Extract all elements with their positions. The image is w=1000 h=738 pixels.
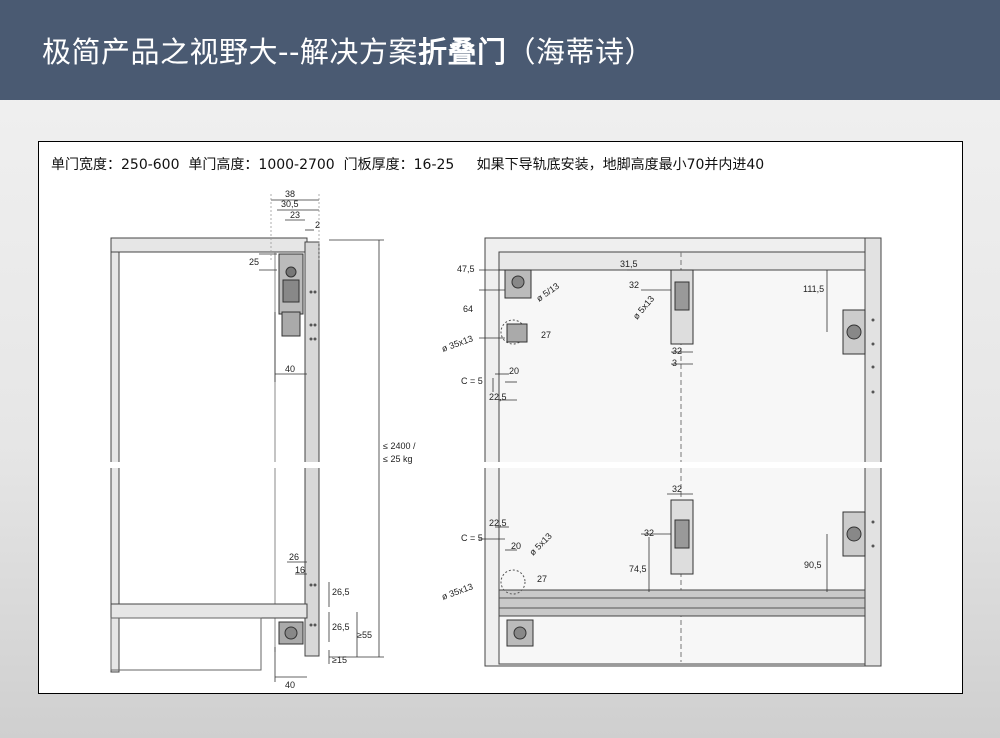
drawing-panel: 单门宽度：250-600 单门高度：1000-2700 门板厚度：16-25 如… [38, 141, 963, 694]
dim-38: 38 [285, 189, 295, 199]
dim-31-5: 31,5 [620, 259, 638, 269]
side-view [99, 194, 384, 682]
dim-20-bottom: 20 [511, 541, 521, 551]
side-view-dimensions: 38 30,5 23 2 25 40 ≤ 2400 / ≤ 25 kg 26 1… [249, 189, 416, 690]
cabinet-top-board [110, 237, 308, 253]
dim-min-15: ≥15 [332, 655, 347, 665]
dim-2: 2 [315, 220, 320, 230]
dim-40-top: 40 [285, 364, 295, 374]
title-bar: 极简产品之视野大--解决方案折叠门（海蒂诗） [0, 0, 1000, 100]
page-title-suffix: （海蒂诗） [506, 35, 654, 69]
dim-20-top: 20 [509, 366, 519, 376]
dim-22-5-top: 22,5 [489, 392, 507, 402]
front-view [469, 237, 899, 667]
page-title-bold: 折叠门 [417, 35, 507, 69]
dim-32-a: 32 [629, 280, 639, 290]
dim-27-bottom: 27 [537, 574, 547, 584]
dim-64: 64 [463, 304, 473, 314]
top-rail [498, 251, 866, 271]
dim-30-5: 30,5 [281, 199, 299, 209]
bottom-pivot-hardware [506, 619, 534, 647]
technical-drawing: 38 30,5 23 2 25 40 ≤ 2400 / ≤ 25 kg 26 1… [99, 189, 899, 690]
dim-74-5: 74,5 [629, 564, 647, 574]
dim-c-5-top: C = 5 [461, 376, 483, 386]
dim-hole-35x13-top: ø 35x13 [440, 333, 474, 354]
dim-16: 16 [295, 565, 305, 575]
dim-23: 23 [290, 210, 300, 220]
dim-hole-35x13-bottom: ø 35x13 [440, 581, 474, 602]
dim-32-d: 32 [644, 528, 654, 538]
load-limit-2: ≤ 25 kg [383, 454, 412, 464]
dim-c-5-bottom: C = 5 [461, 533, 483, 543]
dim-27-top: 27 [541, 330, 551, 340]
dim-40-bottom: 40 [285, 680, 295, 690]
load-limit-1: ≤ 2400 / [383, 441, 416, 451]
dim-32-c: 32 [672, 484, 682, 494]
dim-25: 25 [249, 257, 259, 267]
spec-line: 单门宽度：250-600 单门高度：1000-2700 门板厚度：16-25 如… [51, 154, 764, 174]
spec-thickness: 门板厚度：16-25 [343, 157, 455, 173]
dim-min-55: ≥55 [357, 630, 372, 640]
bottom-rail [498, 589, 866, 617]
dim-90-5: 90,5 [804, 560, 822, 570]
door-panel [304, 241, 320, 657]
dim-32-b: 32 [672, 346, 682, 356]
dim-26: 26 [289, 552, 299, 562]
spec-note: 如果下导轨底安装，地脚高度最小70并内进40 [476, 157, 765, 173]
dim-26-5-a: 26,5 [332, 587, 350, 597]
dim-47-5: 47,5 [457, 264, 475, 274]
dim-22-5-bottom: 22,5 [489, 518, 507, 528]
dim-111-5: 111,5 [803, 284, 824, 294]
cabinet-bottom-board [110, 603, 308, 619]
spec-width: 单门宽度：250-600 [51, 157, 180, 173]
page-title-prefix: 极简产品之视野大--解决方案 [42, 35, 418, 69]
dim-3: 3 [672, 358, 677, 368]
spec-height: 单门高度：1000-2700 [188, 157, 335, 173]
plinth [110, 617, 262, 671]
dim-26-5-b: 26,5 [332, 622, 350, 632]
